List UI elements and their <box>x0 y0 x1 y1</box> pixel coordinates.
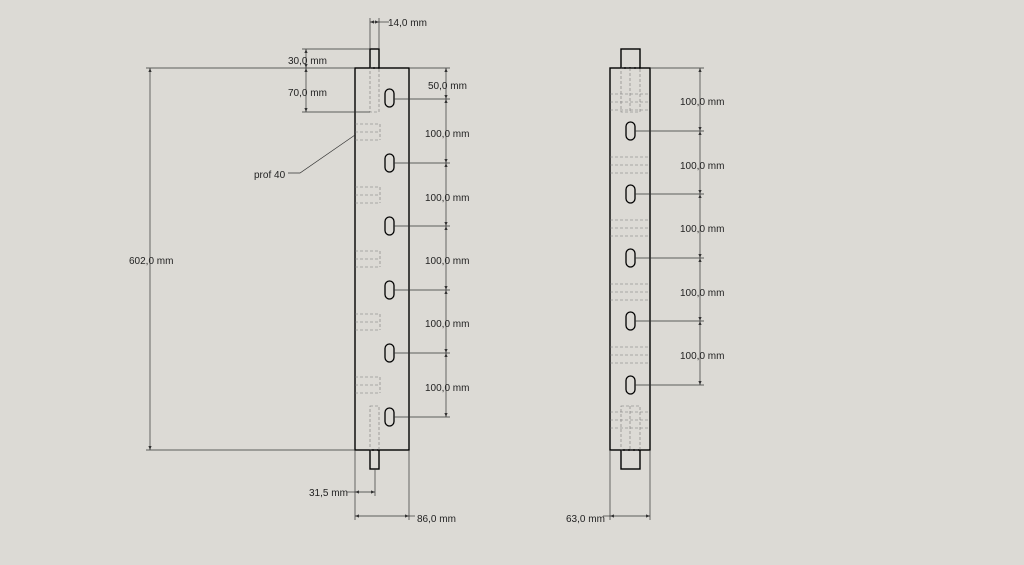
dim-top-left-lines <box>302 48 370 113</box>
front-hidden-joints <box>355 123 381 394</box>
front-slot-extension-lines <box>394 67 450 418</box>
depth-leader <box>288 134 356 174</box>
dim-pin-height: 30,0 mm <box>288 56 327 67</box>
side-view: 100,0 mm 100,0 mm 100,0 mm 100,0 mm 100,… <box>566 48 724 525</box>
side-top-pin <box>620 48 641 69</box>
front-slot <box>384 216 395 236</box>
dim-top-offset: 70,0 mm <box>288 88 327 99</box>
side-slots <box>625 121 636 395</box>
front-slot <box>384 407 395 427</box>
side-slot <box>625 375 636 395</box>
dim-width-lines <box>355 450 415 520</box>
dim-pin-offset-lines <box>347 450 376 520</box>
dim-total-height: 602,0 mm <box>129 256 173 267</box>
side-slot <box>625 248 636 268</box>
front-slot <box>384 280 395 300</box>
front-bottom-pin <box>369 449 380 470</box>
front-top-bore <box>369 67 380 113</box>
side-hidden-details <box>610 67 650 451</box>
side-slot-extension-lines <box>635 67 704 386</box>
front-body-outline <box>354 67 410 451</box>
front-slot <box>384 343 395 363</box>
dim-pitch-3: 100,0 mm <box>425 256 469 267</box>
side-slot <box>625 184 636 204</box>
front-slot <box>384 153 395 173</box>
front-bottom-bore <box>369 405 380 451</box>
dim-pin-width: 14,0 mm <box>388 18 427 29</box>
depth-note: prof 40 <box>254 170 286 181</box>
dim-pitch-4: 100,0 mm <box>425 319 469 330</box>
dim-pin-offset: 31,5 mm <box>309 488 348 499</box>
front-top-pin <box>369 48 380 69</box>
side-slot <box>625 121 636 141</box>
side-slot <box>625 311 636 331</box>
side-dim-pitch-3: 100,0 mm <box>680 224 724 235</box>
dim-total-height-lines <box>146 67 355 451</box>
front-slot <box>384 88 395 108</box>
dim-pitch-2: 100,0 mm <box>425 193 469 204</box>
dim-width: 86,0 mm <box>417 514 456 525</box>
side-bottom-pin <box>620 449 641 470</box>
dim-pitch-1: 100,0 mm <box>425 129 469 140</box>
side-dim-pitch-4: 100,0 mm <box>680 288 724 299</box>
side-dim-width-lines <box>603 450 651 520</box>
side-dim-pitch-1: 100,0 mm <box>680 97 724 108</box>
front-slots <box>384 88 395 427</box>
dim-pitch-5: 100,0 mm <box>425 383 469 394</box>
side-dim-width: 63,0 mm <box>566 514 605 525</box>
side-dim-pitch-5: 100,0 mm <box>680 351 724 362</box>
side-body-outline <box>609 67 651 451</box>
side-dim-pitch-2: 100,0 mm <box>680 161 724 172</box>
front-view: 50,0 mm 100,0 mm 100,0 mm 100,0 mm 100,0… <box>129 18 469 525</box>
dim-first-slot: 50,0 mm <box>428 81 467 92</box>
dim-pin-width-lines <box>369 18 389 49</box>
